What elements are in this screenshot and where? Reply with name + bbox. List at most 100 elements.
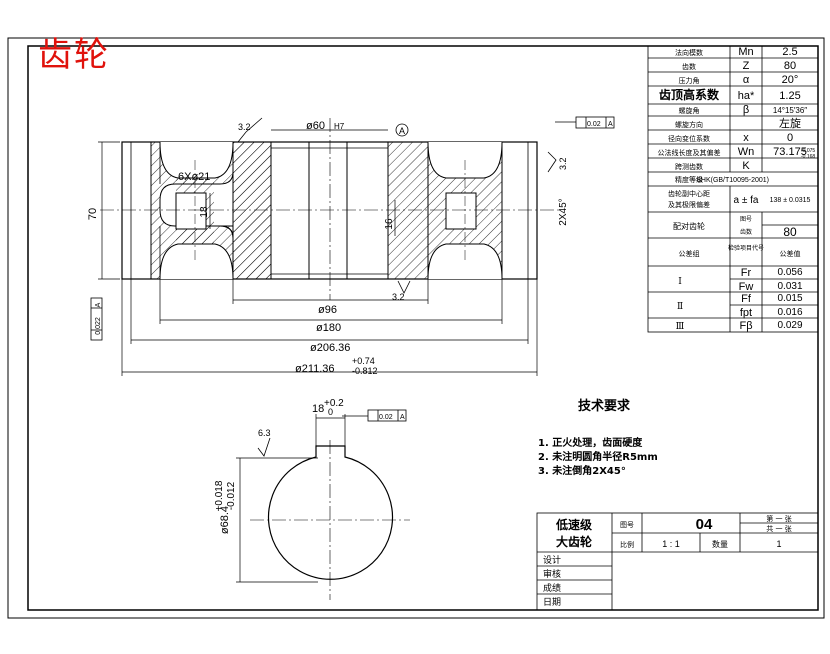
dim-key: 18 — [312, 403, 324, 415]
param-precision: 8HK(GB/T10095-2001) — [697, 177, 769, 184]
tb-no: 04 — [696, 516, 713, 533]
dim-shaft: ø68.4 — [219, 506, 231, 534]
runout-left-value: 0.022 — [95, 317, 102, 335]
param-value: 14°15′36″ — [773, 106, 807, 115]
dim-height: 70 — [87, 208, 99, 220]
runout-top-value: 0.02 — [587, 121, 601, 128]
title-block-grid — [536, 512, 819, 611]
dim-d180: ø180 — [316, 322, 341, 334]
dim-bore-tol: H7 — [334, 122, 345, 131]
tol-group-name: Ⅰ — [678, 277, 682, 287]
roughness-2: 3.2 — [392, 292, 405, 302]
tb-sign-row: 日期 — [543, 597, 561, 608]
tb-qty: 1 — [776, 539, 781, 549]
param-label: 齿数 — [682, 62, 696, 71]
dim-bore: ø60 — [306, 120, 325, 132]
param-symbol: β — [743, 104, 749, 116]
mating-value-2: 80 — [783, 225, 797, 239]
tb-name-1: 低速级 — [555, 517, 592, 532]
tol-code: Fw — [739, 281, 754, 293]
dim-d211-upper: +0.74 — [352, 356, 375, 366]
datum-label-left: A — [95, 302, 102, 307]
param-value: 2.5 — [782, 46, 797, 58]
tol-code: Fβ — [739, 320, 752, 332]
param-symbol: Z — [743, 60, 750, 72]
tech-item: 3. 未注倒角2X45° — [538, 464, 626, 477]
tol-value: 0.016 — [777, 307, 802, 318]
param-symbol: x — [743, 132, 749, 144]
tb-qty-label: 数量 — [712, 539, 728, 549]
param-symbol: Wn — [738, 146, 755, 158]
param-value: 左旋 — [779, 116, 801, 130]
wn-tol-upper: -0.075 — [801, 148, 815, 154]
param-label: 螺旋方向 — [675, 120, 703, 129]
roughness-1: 3.2 — [238, 122, 251, 132]
drawing-title: 齿轮 — [38, 35, 110, 75]
param-label: 齿顶高系数 — [659, 87, 720, 102]
tol-value: 0.029 — [777, 320, 802, 331]
tol-code: Fr — [741, 267, 752, 279]
dim-d211-lower: -0.812 — [352, 366, 378, 376]
tech-item: 2. 未注明圆角半径R5mm — [538, 450, 658, 463]
center-distance-symbol: a ± fa — [734, 195, 759, 206]
param-table-grid — [647, 45, 819, 333]
datum-marker-label: A — [399, 126, 405, 136]
param-value: 20° — [782, 74, 799, 86]
tb-total: 共 一 张 — [766, 524, 791, 533]
datum-label-top: A — [608, 121, 613, 128]
tol-header-item: 检验项目代号 — [728, 244, 764, 252]
param-label: 法向模数 — [675, 48, 703, 57]
tol-header-group: 公差组 — [679, 249, 700, 258]
dim-d211: ø211.36 — [295, 363, 335, 375]
mating-label: 配对齿轮 — [673, 221, 705, 231]
tol-value: 0.056 — [777, 267, 802, 278]
tb-sign-row: 审核 — [543, 568, 561, 580]
dim-d206: ø206.36 — [310, 342, 350, 354]
shaft-section-view — [236, 414, 410, 600]
center-distance-value: 138 ± 0.0315 — [770, 197, 811, 204]
param-label: 径向变位系数 — [668, 134, 710, 143]
dim-shaft-lower: -0.012 — [226, 481, 237, 510]
tol-header-value: 公差值 — [780, 249, 801, 258]
sym-frame-key — [342, 409, 407, 422]
roughness-symbols — [237, 117, 557, 457]
tol-code: fpt — [740, 307, 752, 319]
param-label: 公法线长度及其偏差 — [658, 148, 721, 157]
gear-section-view — [100, 118, 560, 300]
mating-key-2: 齿数 — [740, 228, 752, 236]
param-label: 精度等级 — [675, 175, 703, 184]
sym-key-value: 0.02 — [379, 414, 393, 421]
param-symbol: α — [743, 74, 750, 86]
dim-web: 18 — [199, 206, 210, 218]
roughness-4: 6.3 — [258, 428, 271, 438]
center-distance-label: 齿轮副中心距 — [668, 189, 710, 198]
datum-marker — [395, 123, 409, 137]
tb-sheet: 第 一 张 — [766, 514, 791, 523]
param-symbol: K — [742, 160, 750, 172]
tol-value: 0.031 — [777, 281, 802, 292]
center-distance-label-2: 及其极限偏差 — [668, 200, 710, 209]
param-value: 73.175 — [773, 146, 807, 158]
tb-sign-row: 成绩 — [543, 582, 561, 594]
tol-value: 0.015 — [777, 293, 802, 304]
dim-d96: ø96 — [318, 304, 337, 316]
tech-item: 1. 正火处理，齿面硬度 — [538, 436, 643, 449]
param-symbol: Mn — [738, 46, 753, 58]
roughness-3: 3.2 — [558, 157, 568, 170]
param-value: 1.25 — [779, 90, 800, 102]
dim-holes: 6Xø21 — [178, 171, 210, 183]
dim-key-lower: 0 — [328, 407, 333, 417]
tech-title: 技术要求 — [578, 398, 631, 414]
section-dimensions — [98, 129, 538, 376]
tol-group-name: Ⅱ — [677, 302, 683, 312]
outer-border — [7, 37, 825, 619]
param-label: 跨测齿数 — [675, 162, 703, 171]
tol-code: Ff — [741, 293, 752, 305]
param-label: 螺旋角 — [679, 106, 700, 115]
tb-no-label: 图号 — [620, 521, 634, 529]
tol-group-name: Ⅲ — [676, 322, 685, 332]
param-value: 0 — [787, 132, 793, 144]
param-symbol: ha* — [738, 90, 755, 102]
mating-key-1: 图号 — [740, 216, 752, 223]
